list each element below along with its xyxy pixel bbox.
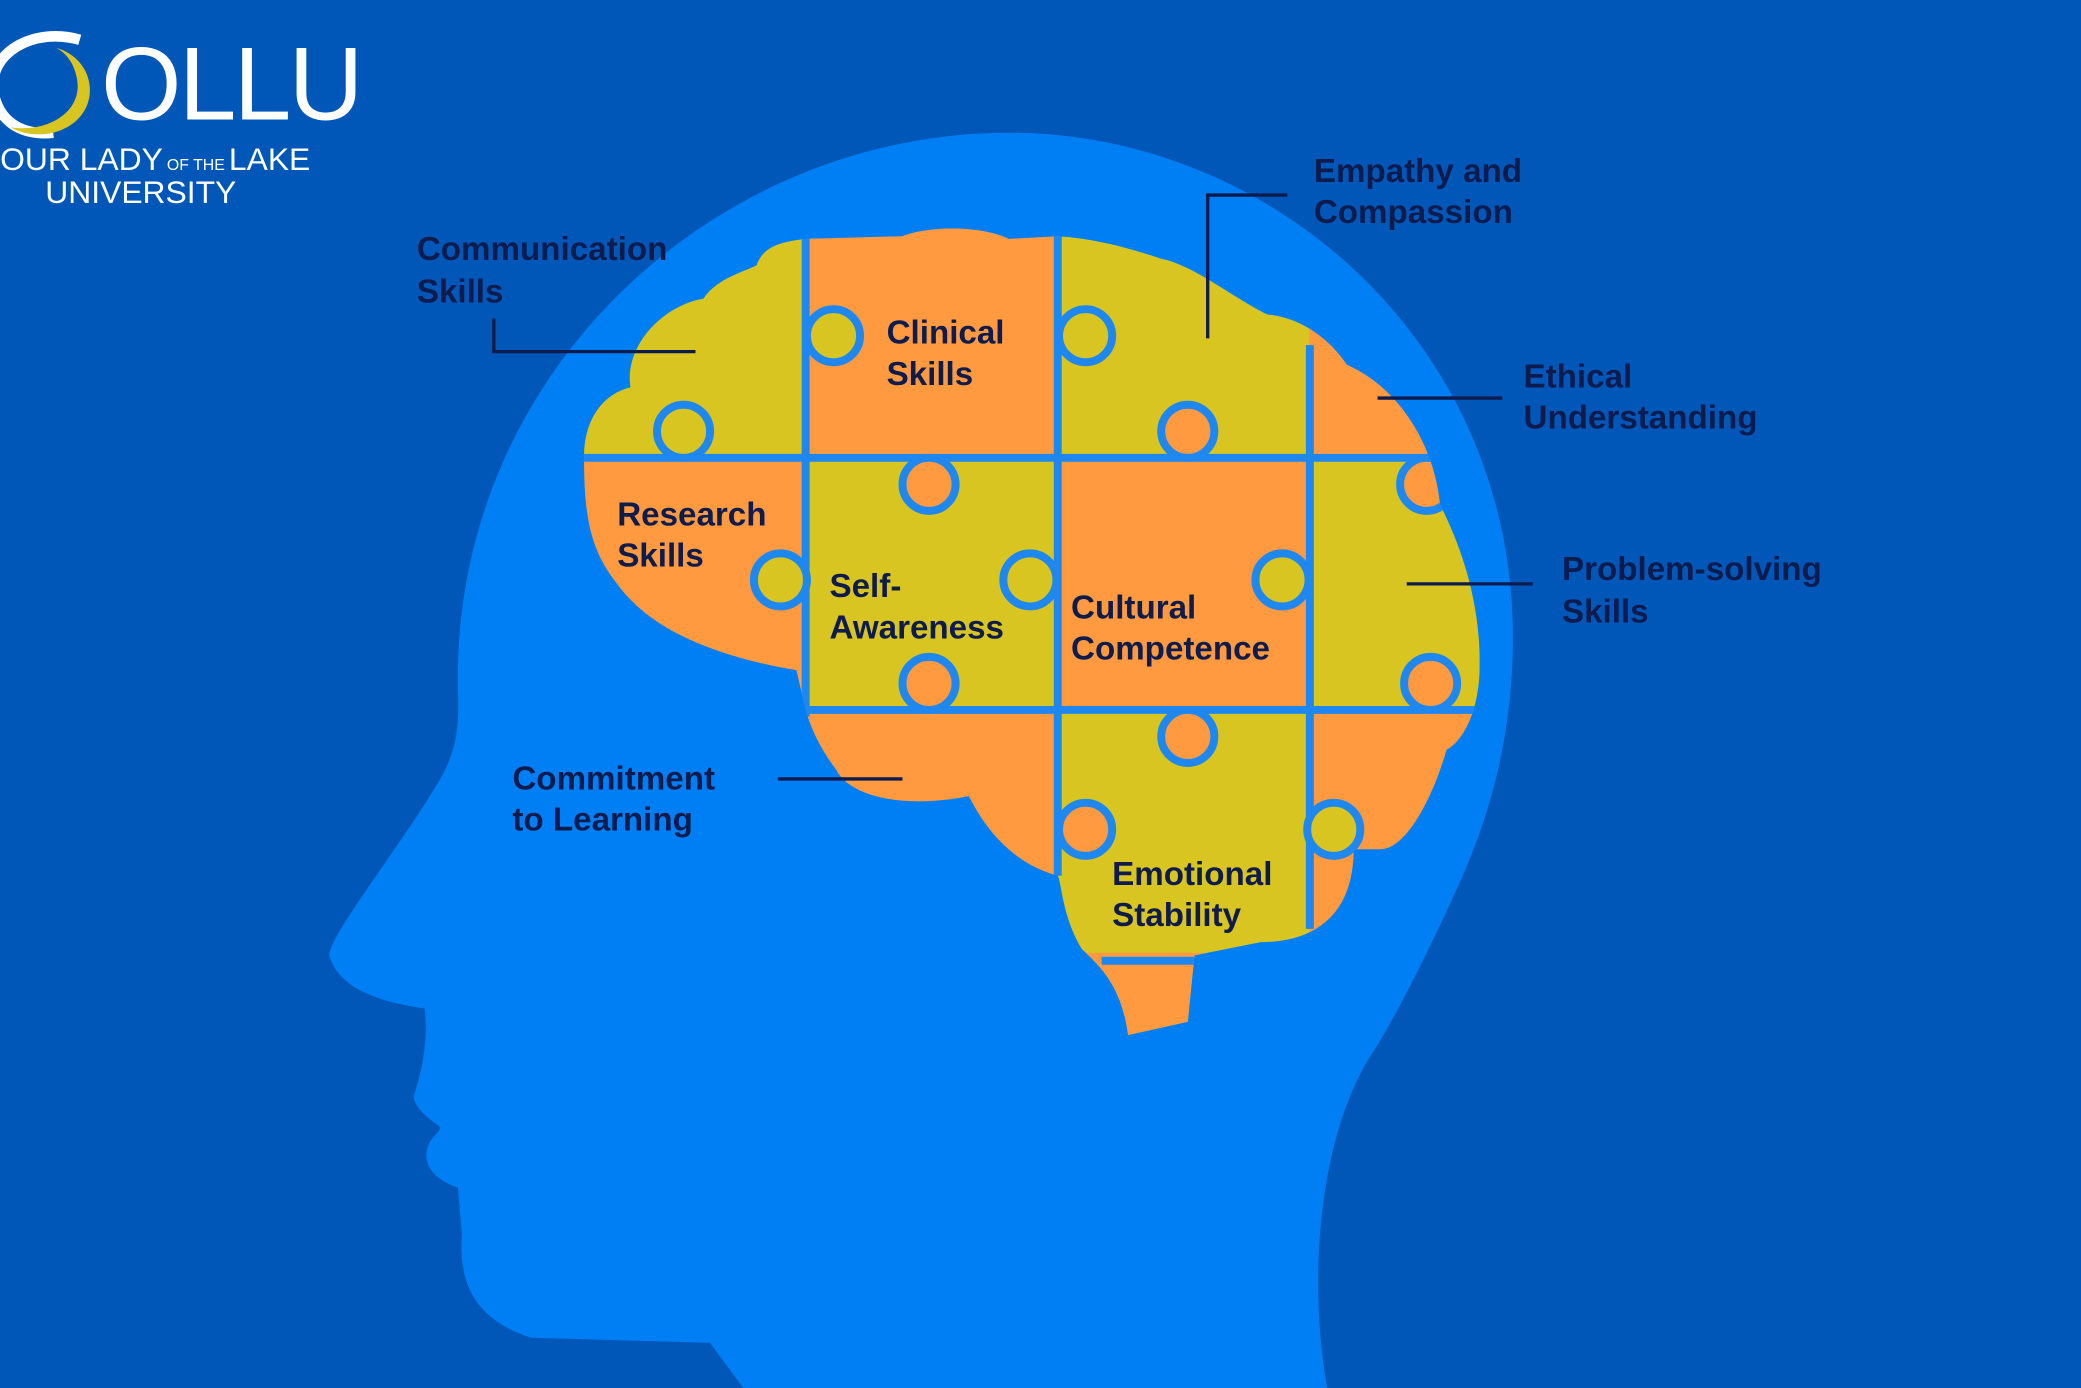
leader-communication [492, 318, 696, 354]
leader-empathy [1206, 193, 1288, 339]
logo-gold-swoosh [10, 47, 90, 135]
svg-text:OLLU: OLLU [101, 25, 361, 141]
label-self-awareness: Self-Awareness [830, 568, 1005, 646]
svg-text:UNIVERSITY: UNIVERSITY [45, 174, 236, 210]
